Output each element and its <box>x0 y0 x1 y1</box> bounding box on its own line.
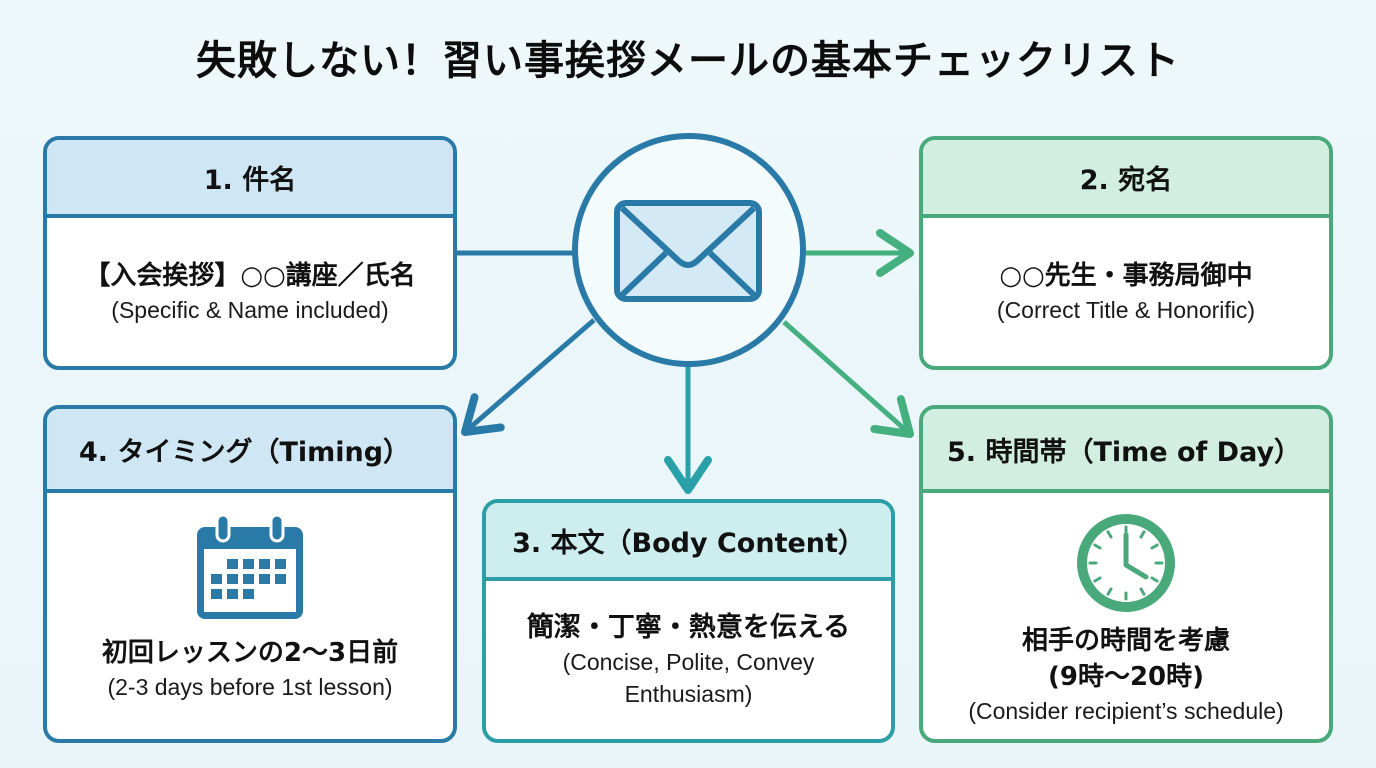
clock-tick <box>1106 530 1113 539</box>
clock-tick <box>1093 576 1102 583</box>
clock-tick <box>1093 543 1102 550</box>
page-title: 失敗しない！習い事挨拶メールの基本チェックリスト <box>196 38 1180 84</box>
card-subject-heading: 1. 件名 <box>47 140 453 218</box>
card-time-of-day-main: 相手の時間を考慮 <box>1021 626 1230 656</box>
card-time-of-day-heading: 5. 時間帯（Time of Day） <box>923 409 1329 493</box>
arrow-timing <box>461 318 596 436</box>
card-timing-sub: (2-3 days before 1st lesson) <box>107 674 393 700</box>
clock-icon <box>1077 514 1175 612</box>
card-addressee-heading: 2. 宛名 <box>923 140 1329 218</box>
card-body-heading: 3. 本文（Body Content） <box>486 503 891 581</box>
card-addressee: 2. 宛名 ○○先生・事務局御中 (Correct Title & Honori… <box>919 136 1333 370</box>
clock-tick <box>1150 543 1159 550</box>
envelope-icon <box>614 200 762 302</box>
card-body-content: 3. 本文（Body Content） 簡潔・丁寧・熱意を伝える (Concis… <box>482 499 895 743</box>
clock-tick <box>1139 587 1146 596</box>
card-subject-main: 【入会挨拶】○○講座／氏名 <box>84 261 416 291</box>
card-time-of-day: 5. 時間帯（Time of Day） 相手の時間を考慮 (9時〜20時) (C… <box>919 405 1333 743</box>
card-time-of-day-hours: (9時〜20時) <box>1047 662 1205 692</box>
card-body-main: 簡潔・丁寧・熱意を伝える <box>526 612 851 643</box>
card-subject: 1. 件名 【入会挨拶】○○講座／氏名 (Specific & Name inc… <box>43 136 457 370</box>
card-timing: 4. タイミング（Timing） 初回レッスンの2〜3日前 (2-3 days … <box>43 405 457 743</box>
calendar-icon <box>197 513 303 619</box>
card-time-of-day-sub: (Consider recipient’s schedule) <box>968 698 1284 724</box>
card-addressee-sub: (Correct Title & Honorific) <box>996 297 1256 323</box>
card-timing-heading: 4. タイミング（Timing） <box>47 409 453 493</box>
clock-tick <box>1106 587 1113 596</box>
arrow-time-of-day <box>782 320 914 438</box>
card-timing-main: 初回レッスンの2〜3日前 <box>101 638 399 668</box>
card-body-sub: (Concise, Polite, Convey Enthusiasm) <box>562 649 815 707</box>
clock-tick <box>1150 576 1159 583</box>
card-subject-sub: (Specific & Name included) <box>111 297 389 323</box>
clock-tick <box>1139 530 1146 539</box>
card-addressee-main: ○○先生・事務局御中 <box>999 261 1253 291</box>
